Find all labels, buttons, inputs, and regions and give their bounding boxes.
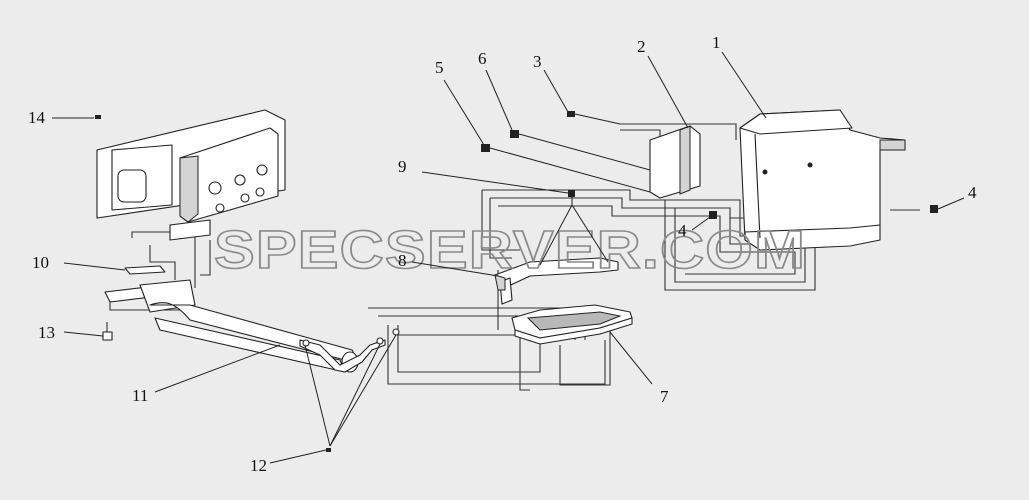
step-housing-1 [739,109,906,251]
support-tube-11 [104,279,359,373]
callout-8: 8 [398,251,407,270]
callout-1: 1 [712,33,721,52]
callout-2: 2 [637,37,646,56]
callout-11: 11 [132,386,148,405]
step-bracket-8 [494,190,619,305]
watermark-text: SPECSERVER.COM [214,220,806,280]
bolt-14 [95,115,101,119]
callout-4-right: 4 [968,183,977,202]
callout-12: 12 [250,456,267,475]
callout-9: 9 [398,157,407,176]
step-tread-7 [511,304,633,345]
callout-7: 7 [660,387,669,406]
fastener-6 [510,130,651,171]
fastener-5 [481,144,651,193]
callout-labels: 1 2 3 4 4 5 6 7 8 9 10 11 12 13 14 [28,33,977,475]
callout-5: 5 [435,58,444,77]
bracket-plate-2 [649,125,701,199]
plate-10 [124,265,166,275]
callout-leaders [52,51,965,464]
callout-4-left: 4 [678,221,687,240]
frame-rail-bracket [96,109,286,241]
callout-6: 6 [478,49,487,68]
fastener-3 [567,111,621,125]
fastener-4-left [709,211,717,219]
assembly-routing-lines [109,123,920,391]
callout-3: 3 [533,52,542,71]
clamp-12 [299,328,400,452]
callout-10: 10 [32,253,49,272]
bolt-13 [102,322,113,341]
callout-14: 14 [28,108,46,127]
fastener-4-right [930,205,938,213]
callout-13: 13 [38,323,55,342]
